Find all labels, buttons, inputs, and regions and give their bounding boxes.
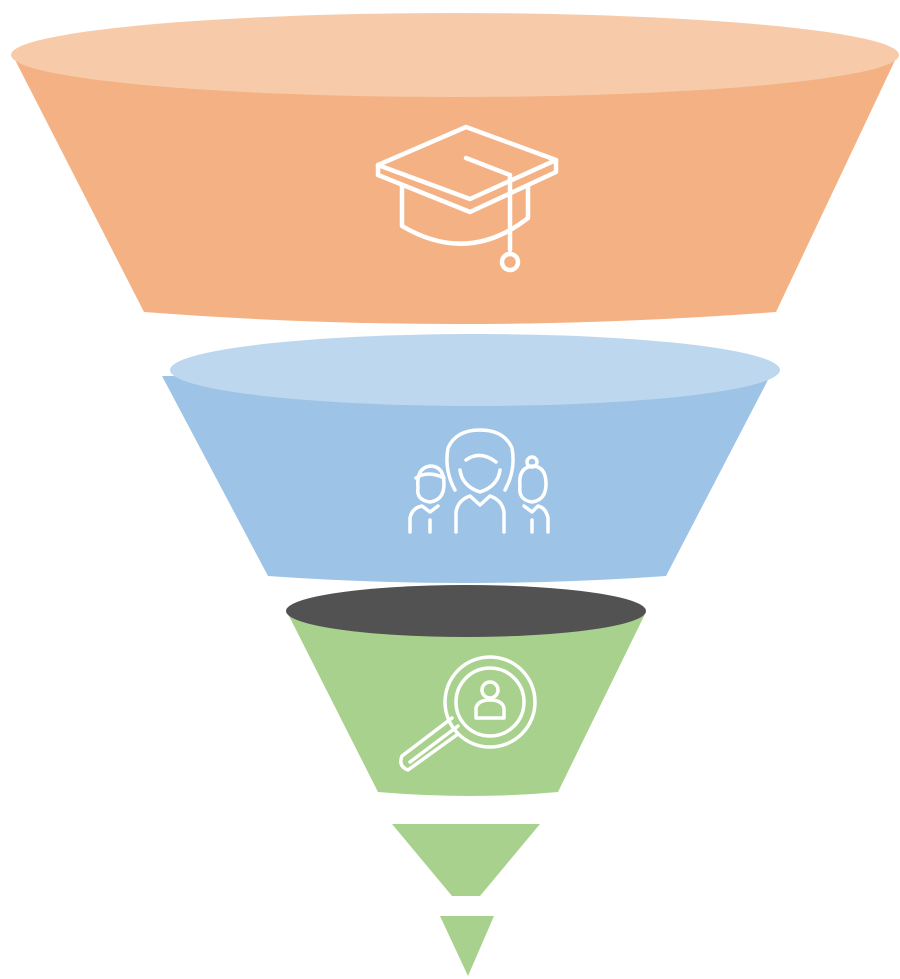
magnifier-person-icon [399,655,537,772]
stage-search-rim [286,585,646,637]
stage-search-body [287,612,646,796]
funnel-stage-narrow [392,824,540,896]
funnel-stage-tip [440,916,494,976]
stage-candidates-rim [170,334,780,406]
graduation-cap-icon [375,124,559,273]
stage-candidates-body [162,376,770,583]
group-of-people-icon [408,428,550,534]
funnel-stage-search [286,585,646,796]
stage-education-rim [11,13,899,97]
funnel-stage-education [11,13,899,324]
funnel-stage-candidates [162,334,780,583]
stage-education-body [12,54,898,324]
